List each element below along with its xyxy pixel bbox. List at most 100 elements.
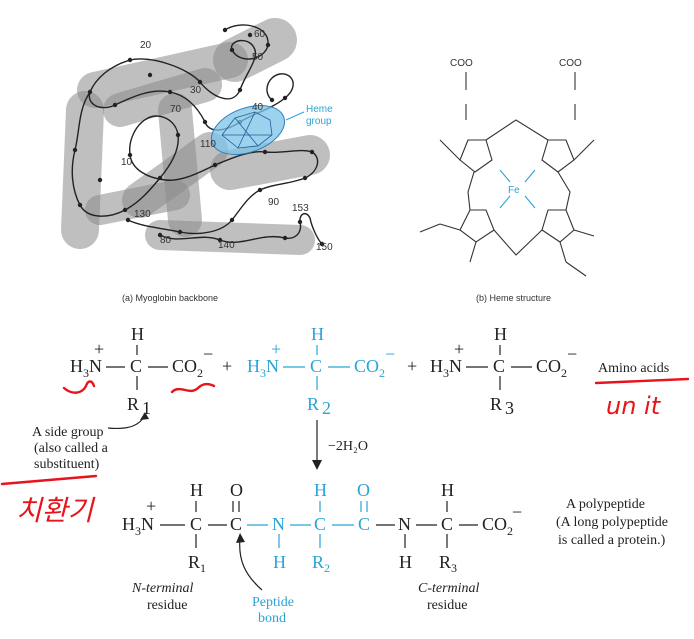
svg-text:C: C (130, 356, 142, 376)
svg-text:H: H (190, 480, 203, 500)
myoglobin-backbone: Heme group 60 20 50 30 70 40 110 10 90 1… (61, 18, 333, 255)
residue-number: 30 (190, 85, 202, 96)
svg-text:residue: residue (147, 598, 187, 613)
residue-number: 150 (316, 242, 333, 253)
heme-atom-labels: COO COO Fe (450, 58, 582, 196)
svg-text:is called a protein.): is called a protein.) (558, 533, 666, 548)
svg-text:+: + (271, 339, 281, 359)
svg-text:−: − (567, 344, 577, 364)
amino-acid-1: H3N + C H R 1 CO2 − (70, 324, 213, 418)
handwritten-annotations (0, 377, 690, 486)
svg-text:H: H (399, 552, 412, 572)
side-group-note: A side group (also called a substituent) (32, 412, 149, 472)
svg-text:C: C (493, 356, 505, 376)
residue-number: 60 (254, 29, 266, 40)
reaction-arrow: −2H₂O (312, 420, 368, 470)
svg-text:+: + (454, 339, 464, 359)
svg-text:−: − (385, 344, 395, 364)
coo-left: COO (450, 58, 473, 69)
amino-acid-3: H3N + C H R 3 CO2 − (430, 324, 577, 418)
svg-text:−: − (203, 344, 213, 364)
svg-text:H: H (311, 324, 324, 344)
svg-text:substituent): substituent) (34, 457, 100, 472)
svg-text:−: − (512, 502, 522, 522)
r1-label: R (127, 394, 139, 414)
heme-group-ellipse (211, 105, 285, 155)
svg-text:C: C (190, 514, 202, 534)
svg-text:H: H (314, 480, 327, 500)
handwriting-unit: un it (606, 392, 662, 420)
svg-text:N: N (398, 514, 411, 534)
coo-right: COO (559, 58, 582, 69)
svg-text:H3N: H3N (430, 356, 462, 380)
r2-label: R (307, 394, 319, 414)
svg-text:N: N (272, 514, 285, 534)
residue-number: 153 (292, 203, 309, 214)
svg-text:A polypeptide: A polypeptide (566, 497, 645, 512)
caption-heme: (b) Heme structure (476, 293, 551, 303)
svg-text:bond: bond (258, 611, 286, 626)
svg-text:R2: R2 (312, 552, 330, 575)
r3-label: R (490, 394, 502, 414)
peptide-bond-label: Peptide bond (236, 533, 294, 626)
svg-text:H: H (131, 324, 144, 344)
fe-label: Fe (508, 185, 520, 196)
heme-label-line2: group (306, 116, 332, 127)
svg-text:C: C (310, 356, 322, 376)
polypeptide-note: A polypeptide (A long polypeptide is cal… (556, 497, 668, 548)
water-loss-label: −2H₂O (328, 439, 368, 454)
svg-text:C: C (314, 514, 326, 534)
residue-number: 40 (252, 102, 264, 113)
svg-text:+: + (94, 339, 104, 359)
svg-text:O: O (230, 480, 243, 500)
svg-text:H3N: H3N (70, 356, 102, 380)
svg-text:CO2: CO2 (536, 356, 567, 380)
svg-text:C-terminal: C-terminal (418, 581, 480, 596)
c-terminal-label: C-terminal residue (418, 581, 480, 613)
amino-acid-2: H3N + C H R 2 CO2 − (247, 324, 395, 418)
heme-structure (419, 72, 595, 277)
svg-text:C: C (358, 514, 370, 534)
svg-text:R3: R3 (439, 552, 457, 575)
svg-text:O: O (357, 480, 370, 500)
svg-text:H3N: H3N (247, 356, 279, 380)
svg-text:+: + (407, 356, 417, 376)
svg-text:A side group: A side group (32, 425, 104, 440)
caption-myoglobin: (a) Myoglobin backbone (122, 293, 218, 303)
r3-sub: 3 (505, 398, 514, 418)
svg-text:H3N: H3N (122, 514, 154, 538)
residue-number: 80 (160, 235, 172, 246)
svg-text:Peptide: Peptide (252, 595, 294, 610)
svg-text:H: H (273, 552, 286, 572)
residue-number: 90 (268, 197, 280, 208)
svg-text:(A long polypeptide: (A long polypeptide (556, 515, 668, 530)
svg-text:CO2: CO2 (354, 356, 385, 380)
svg-text:+: + (222, 356, 232, 376)
svg-text:H: H (441, 480, 454, 500)
polypeptide: H3N + C H R1 C O N H C H R2 C O N H C H (122, 480, 522, 575)
residue-number: 70 (170, 104, 182, 115)
svg-text:CO2: CO2 (172, 356, 203, 380)
residue-number: 50 (252, 52, 264, 63)
svg-text:N-terminal: N-terminal (131, 581, 194, 596)
residue-number: 130 (134, 209, 151, 220)
n-terminal-label: N-terminal residue (131, 581, 194, 613)
svg-text:H: H (494, 324, 507, 344)
svg-text:+: + (146, 496, 156, 516)
residue-number: 20 (140, 40, 152, 51)
residue-number: 140 (218, 240, 235, 251)
amino-acids-label: Amino acids (598, 361, 669, 376)
svg-text:C: C (441, 514, 453, 534)
svg-text:(also called a: (also called a (34, 441, 109, 456)
r2-sub: 2 (322, 398, 331, 418)
svg-text:R1: R1 (188, 552, 206, 575)
svg-text:CO2: CO2 (482, 514, 513, 538)
svg-text:C: C (230, 514, 242, 534)
r1-sub: 1 (142, 398, 151, 418)
residue-number: 110 (200, 139, 216, 150)
heme-label-line1: Heme (306, 104, 333, 115)
residue-number: 10 (121, 157, 133, 168)
handwriting-korean: 치환기 (16, 494, 96, 527)
svg-text:residue: residue (427, 598, 467, 613)
